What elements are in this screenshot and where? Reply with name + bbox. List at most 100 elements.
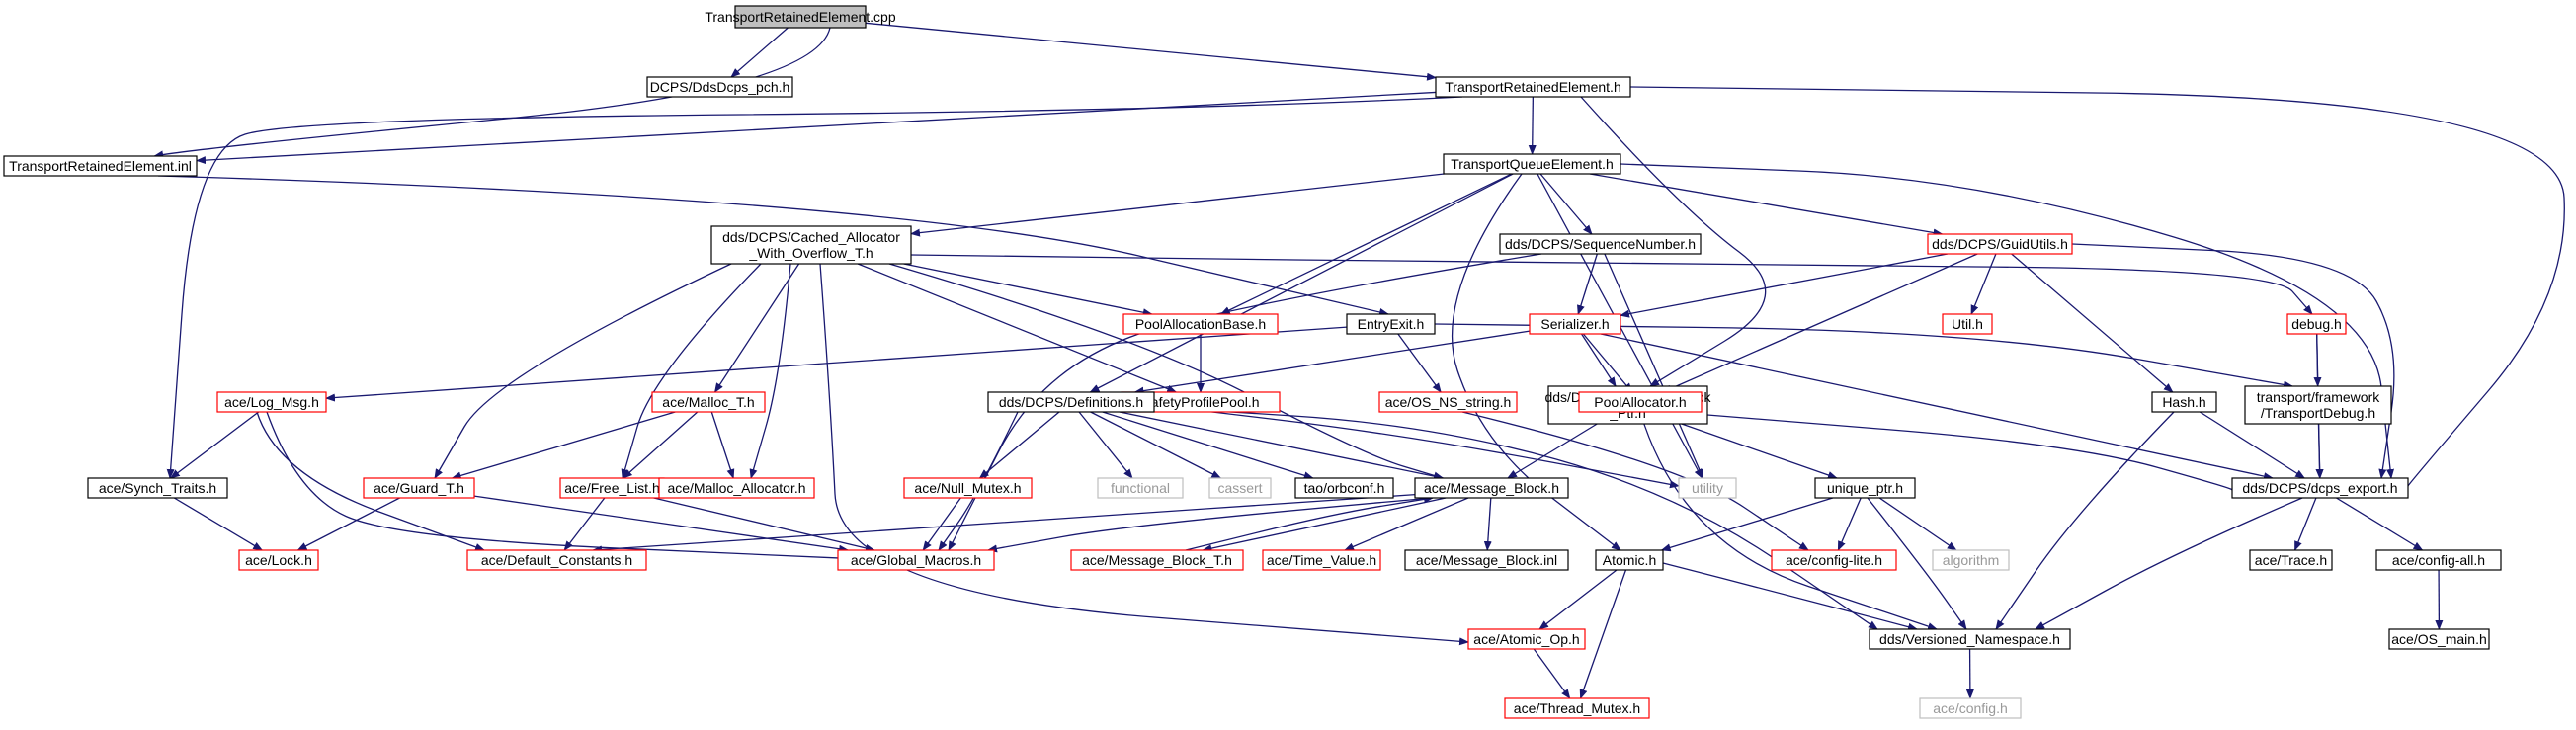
edge-guidutils-to-util xyxy=(1970,253,1997,315)
node-log-msg[interactable]: ace/Log_Msg.h xyxy=(216,391,327,413)
node-debug[interactable]: debug.h xyxy=(2286,313,2347,335)
node-label: Atomic.h xyxy=(1603,552,1656,568)
edge-serializer-to-definitions xyxy=(1133,330,1531,395)
edge-line xyxy=(938,411,1019,551)
node-root[interactable]: TransportRetainedElement.cpp xyxy=(705,5,896,29)
node-box xyxy=(658,477,815,499)
edge-null_mutex-to-global_macros xyxy=(922,497,961,551)
node-box xyxy=(1378,391,1518,413)
node-unique-ptr[interactable]: unique_ptr.h xyxy=(1814,477,1916,499)
node-time-value[interactable]: ace/Time_Value.h xyxy=(1262,549,1381,571)
edge-tre_h-to-dcps_export xyxy=(1629,86,2565,490)
node-label: dds/Versioned_Namespace.h xyxy=(1879,631,2060,647)
edge-line xyxy=(1219,173,1513,315)
node-label: ace/OS_NS_string.h xyxy=(1385,394,1512,410)
node-label: utility xyxy=(1692,480,1723,496)
node-message-block-t[interactable]: ace/Message_Block_T.h xyxy=(1070,549,1244,571)
node-box xyxy=(651,391,766,413)
node-box xyxy=(1443,153,1621,175)
node-config-all[interactable]: ace/config-all.h xyxy=(2375,549,2502,571)
node-orbconf[interactable]: tao/orbconf.h xyxy=(1294,477,1394,499)
node-null-mutex[interactable]: ace/Null_Mutex.h xyxy=(903,477,1033,499)
node-atomic[interactable]: Atomic.h xyxy=(1595,549,1664,571)
node-util[interactable]: Util.h xyxy=(1942,313,1993,335)
node-lock[interactable]: ace/Lock.h xyxy=(238,549,319,571)
node-poolallocator[interactable]: PoolAllocator.h xyxy=(1578,391,1703,413)
node-label: ace/Atomic_Op.h xyxy=(1473,631,1579,647)
node-cached-alloc[interactable]: dds/DCPS/Cached_Allocator_With_Overflow_… xyxy=(710,225,912,265)
node-versioned-ns[interactable]: dds/Versioned_Namespace.h xyxy=(1869,628,2071,650)
edge-line xyxy=(173,497,264,551)
node-tre-h[interactable]: TransportRetainedElement.h xyxy=(1435,76,1631,98)
node-guidutils[interactable]: dds/DCPS/GuidUtils.h xyxy=(1927,233,2073,255)
node-message-block[interactable]: ace/Message_Block.h xyxy=(1414,477,1569,499)
node-box xyxy=(2388,628,2490,650)
node-definitions[interactable]: dds/DCPS/Definitions.h xyxy=(987,391,1155,413)
node-box xyxy=(2231,477,2409,499)
node-box xyxy=(1529,313,1621,335)
node-dcps-export[interactable]: dds/DCPS/dcps_export.h xyxy=(2231,477,2409,499)
node-poolallocbase[interactable]: PoolAllocationBase.h xyxy=(1122,313,1279,335)
node-malloc-t[interactable]: ace/Malloc_T.h xyxy=(651,391,766,413)
node-label: algorithm xyxy=(1943,552,2000,568)
edge-line xyxy=(1579,569,1627,699)
node-os-ns-string[interactable]: ace/OS_NS_string.h xyxy=(1378,391,1518,413)
node-tqe-h[interactable]: TransportQueueElement.h xyxy=(1443,153,1621,175)
edge-atomic-to-atomic_op xyxy=(1538,569,1618,630)
node-label: functional xyxy=(1111,480,1170,496)
node-label: ace/Message_Block_T.h xyxy=(1082,552,1232,568)
node-default-constants[interactable]: ace/Default_Constants.h xyxy=(466,549,647,571)
node-trace[interactable]: ace/Trace.h xyxy=(2249,549,2333,571)
edge-cached_alloc-to-free_list xyxy=(621,263,762,479)
edge-unique_ptr-to-atomic xyxy=(1660,497,1834,552)
node-guard-t[interactable]: ace/Guard_T.h xyxy=(363,477,475,499)
edge-line xyxy=(622,411,699,479)
edge-definitions-to-cassert xyxy=(1090,411,1222,479)
node-thread-mutex[interactable]: ace/Thread_Mutex.h xyxy=(1504,697,1650,719)
node-label: dds/DCPS/Definitions.h xyxy=(999,394,1143,410)
node-malloc-allocator[interactable]: ace/Malloc_Allocator.h xyxy=(658,477,815,499)
node-synch-traits[interactable]: ace/Synch_Traits.h xyxy=(87,477,228,499)
node-tre-inl[interactable]: TransportRetainedElement.inl xyxy=(3,155,198,177)
node-atomic-op[interactable]: ace/Atomic_Op.h xyxy=(1467,628,1586,650)
edge-line xyxy=(1507,423,1598,479)
edge-guard_t-to-global_macros xyxy=(473,495,850,553)
node-hash[interactable]: Hash.h xyxy=(2151,391,2217,413)
node-serializer[interactable]: Serializer.h xyxy=(1529,313,1621,335)
edge-line xyxy=(1451,173,1621,551)
node-seqnum[interactable]: dds/DCPS/SequenceNumber.h xyxy=(1499,233,1702,255)
node-free-list[interactable]: ace/Free_List.h xyxy=(559,477,665,499)
node-label: Serializer.h xyxy=(1540,316,1609,332)
node-ddsdcps-pch[interactable]: DCPS/DdsDcps_pch.h xyxy=(646,76,793,98)
edge-line xyxy=(1867,497,1967,630)
edge-definitions-to-functional xyxy=(1078,411,1133,479)
node-transportdebug[interactable]: transport/framework/TransportDebug.h xyxy=(2244,385,2392,425)
node-box xyxy=(2286,313,2347,335)
node-safetyprofilepool[interactable]: SafetyProfilePool.h xyxy=(1121,391,1281,413)
node-global-macros[interactable]: ace/Global_Macros.h xyxy=(837,549,995,571)
node-label: ace/Log_Msg.h xyxy=(224,394,319,410)
node-label: ace/OS_main.h xyxy=(2391,631,2487,647)
node-message-block-inl[interactable]: ace/Message_Block.inl xyxy=(1404,549,1569,571)
edge-unique_ptr-to-versioned_ns xyxy=(1867,497,1967,630)
edge-line xyxy=(1629,86,2565,490)
edge-message_block-to-time_value xyxy=(1344,497,1469,551)
node-label: debug.h xyxy=(2291,316,2342,332)
edge-line xyxy=(1153,406,1878,630)
edge-message_block-to-message_block_t xyxy=(1202,497,1447,553)
node-box xyxy=(1414,477,1569,499)
node-config-h: ace/config.h xyxy=(1919,697,2022,719)
node-box xyxy=(1578,391,1703,413)
edge-message_block-to-default_constants xyxy=(592,494,1416,554)
node-entryexit[interactable]: EntryExit.h xyxy=(1346,313,1436,335)
edge-line xyxy=(1600,333,2274,481)
edge-tqe_h-to-guidutils xyxy=(1589,173,1944,237)
edge-seqnum-to-global_macros xyxy=(948,253,1542,551)
edge-tqe_h-to-atomic xyxy=(1451,173,1621,551)
edge-hash-to-dcps_export xyxy=(2199,411,2306,479)
edge-line xyxy=(592,494,1416,554)
node-config-lite[interactable]: ace/config-lite.h xyxy=(1771,549,1897,571)
node-os-main[interactable]: ace/OS_main.h xyxy=(2388,628,2490,650)
edge-serializer-to-message_block_ptr xyxy=(1580,333,1617,387)
edge-line xyxy=(987,497,1434,553)
